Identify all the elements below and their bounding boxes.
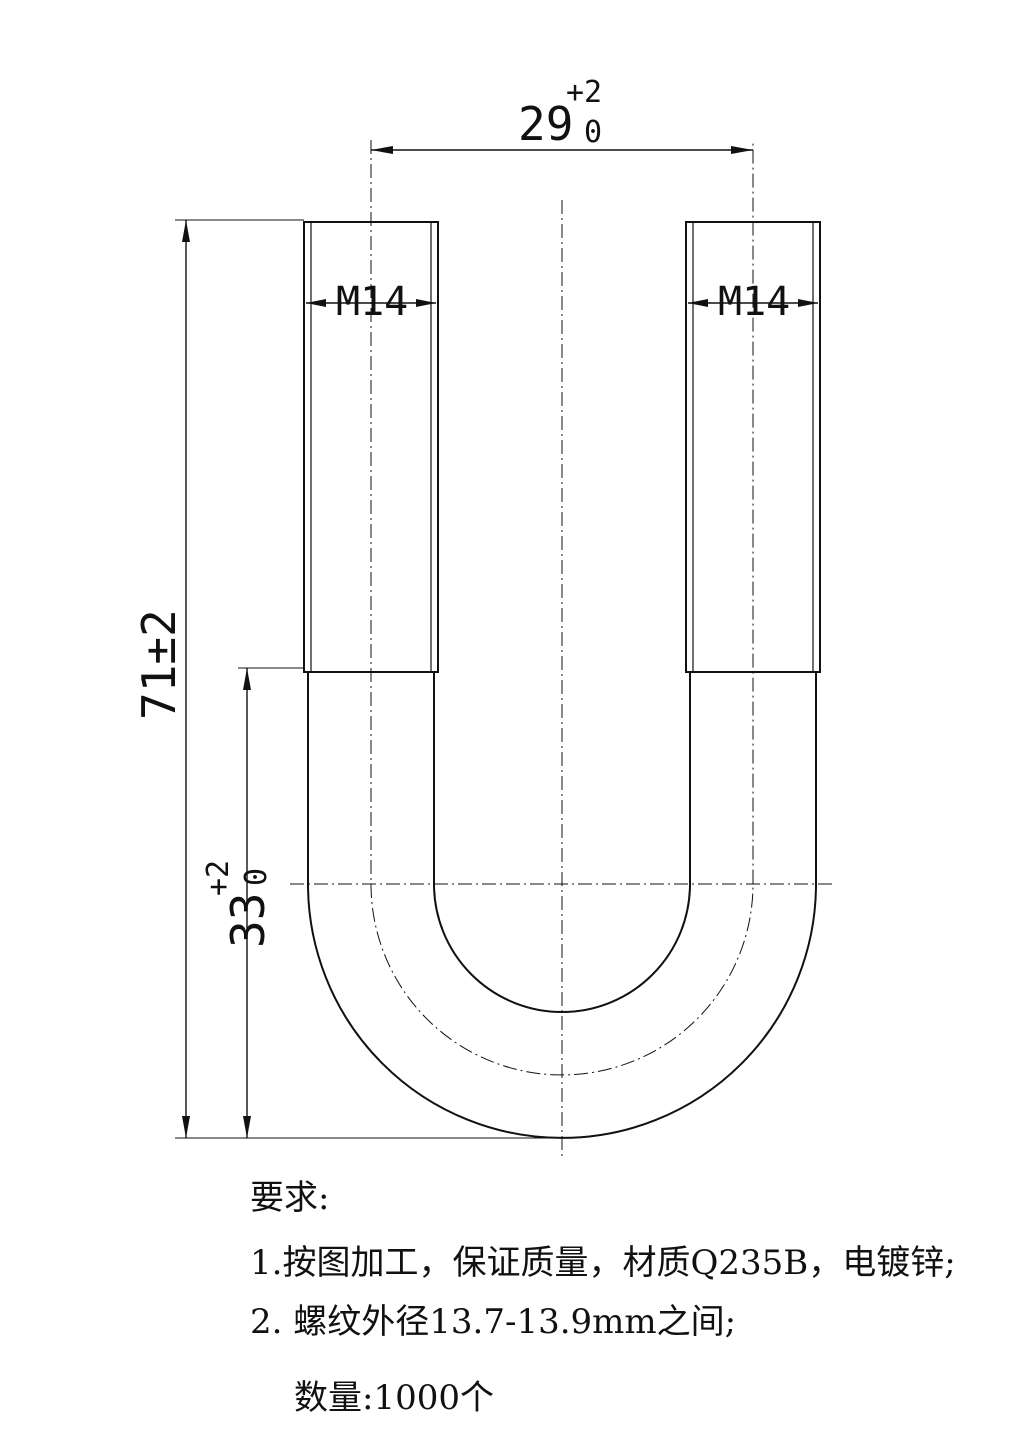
left-thread-arrow-l [306,299,326,307]
center-height-tol-upper: +2 [201,860,236,896]
notes-heading: 要求: [250,1178,330,1218]
total-height-label: 71±2 [132,609,186,720]
width-dim-tol-lower: 0 [584,115,602,150]
left-thread-label: M14 [336,279,408,325]
width-dim-arrow-right [731,146,753,154]
quantity-label: 数量:1000个 [294,1378,494,1418]
notes-item-2: 2. 螺纹外径13.7-13.9mm之间; [250,1302,737,1342]
right-thread-label: M14 [718,279,790,325]
center-dim-arrow-bottom [243,1116,251,1138]
height-dim-arrow-top [182,220,190,242]
width-dim-tol-upper: +2 [566,75,602,110]
center-height-tol-lower: 0 [239,868,274,886]
left-thread-arrow-r [416,299,436,307]
width-dim-arrow-left [371,146,393,154]
width-dim-value: 29 [518,97,573,151]
right-thread-arrow-l [688,299,708,307]
height-dim-arrow-bottom [182,1116,190,1138]
notes-item-1: 1.按图加工，保证质量，材质Q235B，电镀锌; [250,1243,956,1283]
right-thread-arrow-r [798,299,818,307]
center-height-value: 33 [221,893,275,948]
center-dim-arrow-top [243,668,251,690]
